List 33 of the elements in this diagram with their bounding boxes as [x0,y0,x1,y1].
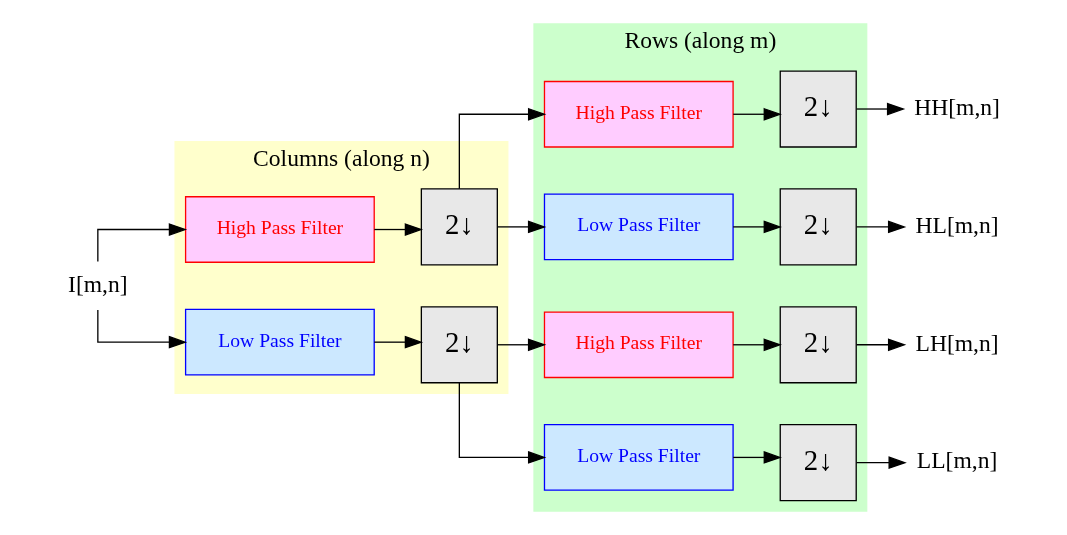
arrow [458,107,546,190]
node-text: I[m,n] [67,270,128,297]
arrow [732,338,782,352]
node-text: LH[m,n] [915,329,999,356]
arrow [732,220,782,234]
arrow [855,456,907,470]
node-box: 2↓ [420,306,498,384]
arrow [496,338,546,352]
node-box: Low Pass Filter [543,193,734,261]
node-box: 2↓ [779,188,857,266]
arrow [855,338,906,352]
arrow [458,382,546,464]
node-box: Low Pass Filter [543,424,734,491]
node-box: Low Pass Filter [184,308,375,376]
node-box: High Pass Filter [543,80,734,148]
arrow [855,220,906,234]
arrow [855,102,905,116]
node-box: 2↓ [779,424,857,502]
node-box: 2↓ [779,70,857,148]
node-box: 2↓ [420,188,498,266]
node-text: LL[m,n] [916,447,997,474]
arrow [732,107,782,121]
node-box: High Pass Filter [543,311,734,379]
arrow [732,451,782,464]
arrow [373,223,423,236]
node-box: 2↓ [779,306,857,384]
arrow [373,335,423,349]
arrow [96,309,187,349]
node-box: High Pass Filter [184,196,375,263]
node-text: HL[m,n] [915,211,999,238]
arrow [496,220,546,234]
node-text: HH[m,n] [913,93,1000,120]
arrow [96,223,187,263]
